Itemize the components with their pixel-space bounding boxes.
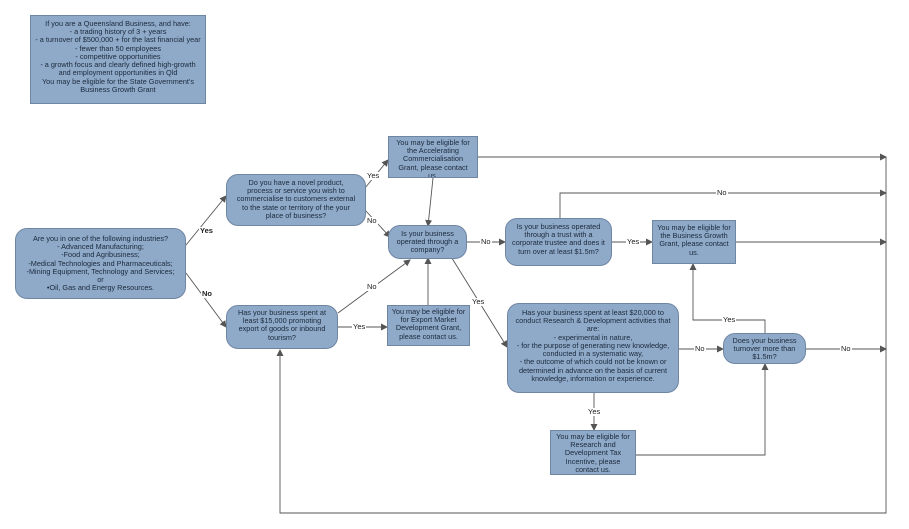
rd-spend-question: Has your business spent at least $20,000… <box>507 303 679 393</box>
label-yes-trust-growth: Yes <box>626 237 641 246</box>
label-no-novel-company: No <box>366 216 378 225</box>
export-grant-box: You may be eligible for for Export Marke… <box>387 305 470 346</box>
export-spend-question: Has your business spent at least $15,000… <box>226 305 338 349</box>
trust-question: Is your business operated through a trus… <box>505 218 612 266</box>
company-question: Is your business operated through a comp… <box>388 225 467 259</box>
label-yes-novel-accelerating: Yes <box>366 171 381 180</box>
label-yes-company-rd: Yes <box>471 297 486 306</box>
label-yes-export-grant: Yes <box>352 322 367 331</box>
connector-rdtax-turnover <box>636 363 769 456</box>
accelerating-grant-box: You may be eligible for the Accelerating… <box>388 136 478 178</box>
label-yes-turnover-growth: Yes <box>722 315 737 324</box>
label-no-rd-turnover: No <box>694 344 706 353</box>
info-box: If you are a Queensland Business, and ha… <box>30 15 206 104</box>
label-no-company-trust: No <box>480 237 492 246</box>
connector-loop-back <box>276 157 887 514</box>
rd-tax-incentive-box: You may be eligible for Research and Dev… <box>550 430 636 475</box>
turnover-question: Does your business turnover more than $1… <box>723 333 806 364</box>
label-no-export-company: No <box>366 282 378 291</box>
label-no-trust-top: No <box>716 188 728 197</box>
label-no-turnover-right: No <box>840 344 852 353</box>
connector-industries-novel <box>185 195 227 246</box>
industries-question: Are you in one of the following industri… <box>15 228 186 299</box>
connector-trust-top-right <box>559 189 887 218</box>
label-yes-rd-tax: Yes <box>587 407 602 416</box>
label-no-industries-export: No <box>201 289 213 298</box>
connector-accelerating-company <box>425 177 434 227</box>
label-yes-industries-novel: Yes <box>199 226 214 235</box>
business-growth-box: You may be eligible for the Business Gro… <box>652 220 736 264</box>
novel-product-question: Do you have a novel product, process or … <box>226 174 366 226</box>
connector-industries-export <box>185 272 227 328</box>
